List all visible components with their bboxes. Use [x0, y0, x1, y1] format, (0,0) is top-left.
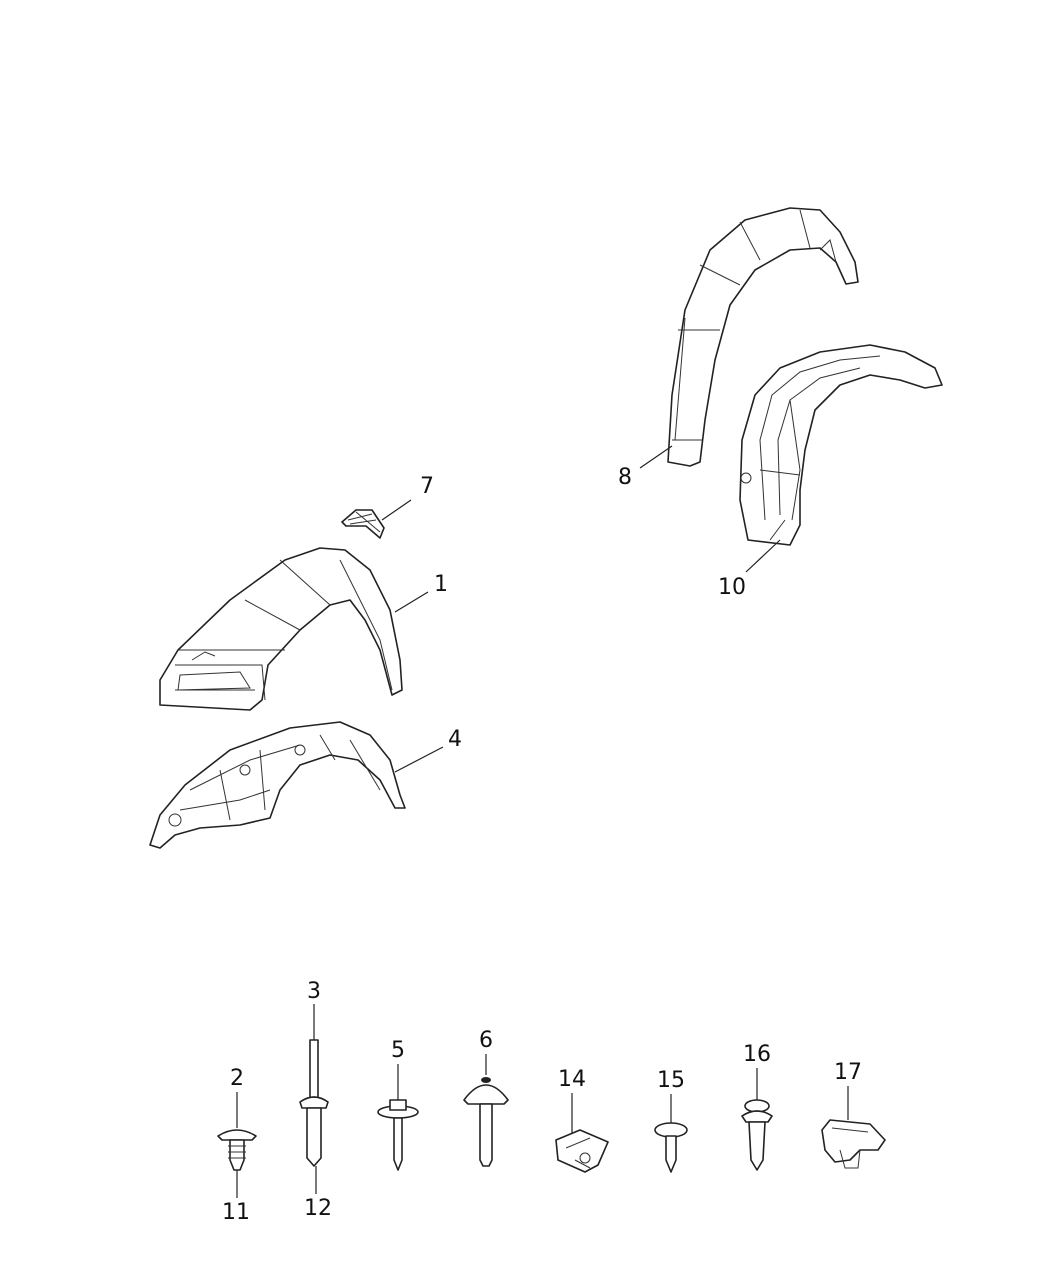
callout-6: 6	[479, 1028, 493, 1053]
part-15-screw	[654, 1122, 688, 1173]
callout-14: 14	[558, 1067, 586, 1092]
part-8-rear-fender-flare	[667, 207, 859, 467]
callout-17: 17	[834, 1060, 862, 1085]
callout-1: 1	[434, 572, 448, 597]
part-16-push-rivet	[741, 1099, 773, 1171]
part-7-vent-insert	[341, 509, 385, 539]
callout-2: 2	[230, 1066, 244, 1091]
callout-5: 5	[391, 1038, 405, 1063]
callout-12: 12	[304, 1196, 332, 1221]
part-5-hex-bolt	[377, 1099, 419, 1171]
callout-8: 8	[618, 465, 632, 490]
callout-4: 4	[448, 727, 462, 752]
callout-11: 11	[222, 1200, 250, 1225]
part-17-clip	[821, 1119, 886, 1169]
part-3-rivet	[299, 1039, 329, 1167]
part-6-flange-screw	[463, 1077, 509, 1167]
part-2-push-pin	[217, 1129, 257, 1171]
part-10-rear-wheelhouse-liner	[739, 344, 943, 546]
callout-15: 15	[657, 1068, 685, 1093]
callout-16: 16	[743, 1042, 771, 1067]
callout-7: 7	[420, 474, 434, 499]
callout-3: 3	[307, 979, 321, 1004]
leader-lines	[236, 445, 849, 1198]
part-14-u-nut	[555, 1129, 609, 1173]
part-1-front-fender-flare	[159, 547, 403, 711]
part-4-front-wheelhouse-liner	[149, 721, 406, 849]
callout-10: 10	[718, 575, 746, 600]
